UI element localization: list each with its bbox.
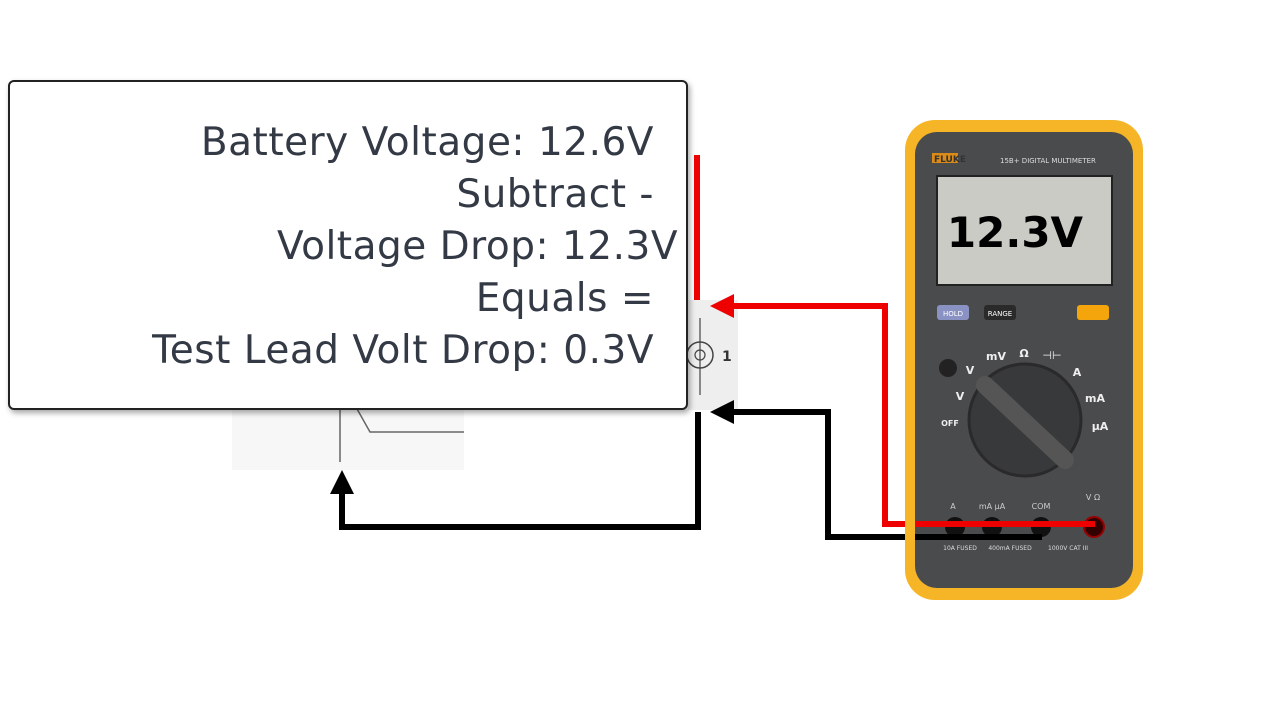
schematic-background — [232, 400, 464, 470]
svg-text:RANGE: RANGE — [988, 310, 1012, 318]
svg-text:mV: mV — [986, 350, 1006, 363]
svg-text:V: V — [966, 364, 975, 377]
svg-text:mA μA: mA μA — [979, 502, 1006, 511]
schematic-switch — [351, 399, 464, 433]
display-reading: 12.3V — [947, 208, 1084, 257]
backlight-button[interactable] — [1077, 305, 1109, 320]
black-arrow-up-icon — [330, 470, 354, 494]
red-arrow-icon — [710, 294, 734, 318]
svg-text:A: A — [1073, 366, 1082, 379]
display — [936, 175, 1113, 286]
svg-text:mA: mA — [1085, 392, 1105, 405]
svg-text:V: V — [956, 390, 965, 403]
svg-text:⊣⊢: ⊣⊢ — [1042, 349, 1061, 362]
model-label: 15B+ DIGITAL MULTIMETER — [1000, 157, 1096, 165]
svg-text:Ω: Ω — [1019, 347, 1029, 360]
backlight-icon — [939, 359, 957, 377]
svg-text:400mA FUSED: 400mA FUSED — [988, 545, 1032, 552]
calculation-box: Battery Voltage: 12.6V Subtract - Voltag… — [8, 80, 688, 410]
svg-text:HOLD: HOLD — [943, 310, 963, 318]
lamp-label: 1 — [722, 349, 732, 365]
hold-button[interactable] — [937, 305, 969, 320]
svg-text:V Ω: V Ω — [1086, 493, 1100, 502]
svg-text:OFF: OFF — [941, 419, 959, 428]
svg-text:μA: μA — [1092, 420, 1109, 433]
range-button[interactable] — [984, 305, 1016, 320]
svg-text:COM: COM — [1032, 502, 1051, 511]
multimeter: FLUKE 15B+ DIGITAL MULTIMETER 12.3V HOLD… — [905, 120, 1143, 600]
subtract-text: Subtract - — [456, 172, 654, 217]
test-lead-drop-text: Test Lead Volt Drop: 0.3V — [152, 328, 654, 373]
svg-text:A: A — [950, 502, 956, 511]
voltage-drop-text: Voltage Drop: 12.3V — [276, 224, 678, 269]
equals-text: Equals = — [475, 276, 654, 321]
brand-logo: FLUKE — [934, 155, 966, 165]
svg-text:1000V CAT III: 1000V CAT III — [1048, 545, 1088, 552]
black-arrow-icon — [710, 400, 734, 424]
battery-voltage-text: Battery Voltage: 12.6V — [200, 120, 654, 165]
svg-text:10A FUSED: 10A FUSED — [943, 545, 977, 552]
